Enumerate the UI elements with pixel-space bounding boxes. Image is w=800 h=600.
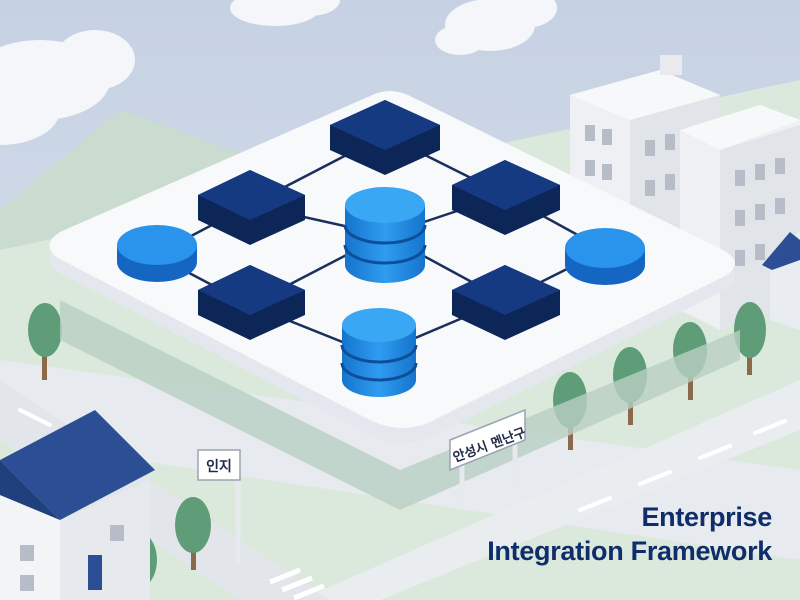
- house: [0, 410, 155, 600]
- caption-line-1: Enterprise: [641, 502, 772, 532]
- caption-line-2: Integration Framework: [487, 536, 772, 566]
- server-node: [330, 100, 440, 175]
- tree: [175, 497, 211, 570]
- server-node: [198, 170, 305, 245]
- district-sign: 안성시 멘난구: [449, 408, 528, 505]
- server-node: [452, 160, 560, 235]
- server-node: [198, 265, 305, 340]
- small-house: [762, 230, 800, 330]
- caption: Enterprise Integration Framework: [487, 500, 772, 568]
- cloud: [435, 0, 557, 55]
- street-sign-left: 인지: [197, 449, 241, 565]
- database-cylinder: [343, 187, 427, 283]
- storage-disk: [565, 228, 645, 285]
- cloud: [230, 0, 340, 26]
- tree: [28, 303, 62, 380]
- tree: [734, 302, 766, 375]
- platform-shadow: [60, 300, 740, 510]
- storage-disk: [117, 225, 197, 282]
- road: [300, 380, 800, 600]
- server-node: [452, 265, 560, 340]
- left-sign-label: 인지: [206, 458, 232, 475]
- database-cylinder: [340, 308, 418, 397]
- cloud: [0, 30, 135, 145]
- crosswalk: [269, 567, 325, 600]
